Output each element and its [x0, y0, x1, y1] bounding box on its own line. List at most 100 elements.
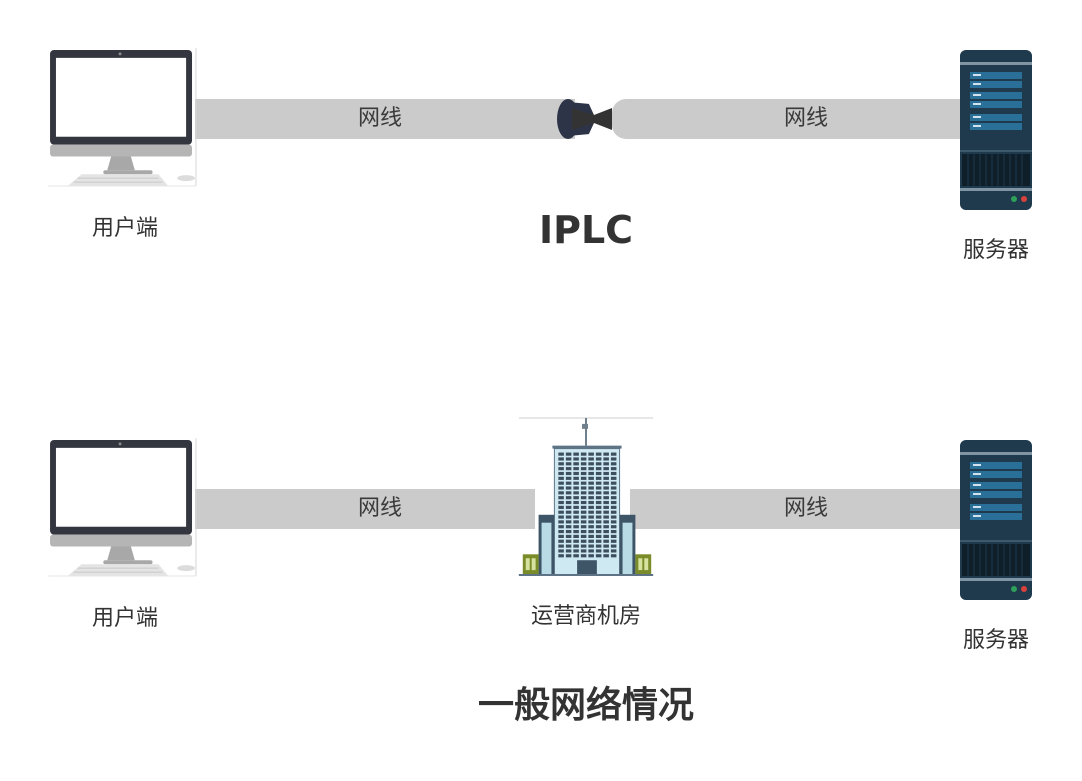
building-window	[603, 500, 609, 505]
building-window	[558, 467, 564, 471]
building-window	[565, 500, 572, 505]
building-window	[573, 452, 579, 456]
building-window	[558, 505, 564, 509]
building-window	[610, 539, 617, 543]
cable-right	[630, 489, 962, 529]
building-window	[565, 525, 572, 529]
building-window	[580, 529, 587, 534]
building-window	[603, 476, 609, 480]
building-window	[565, 534, 572, 538]
building-window	[603, 544, 609, 548]
building-window	[610, 544, 617, 548]
building-window	[595, 457, 602, 461]
building-window	[588, 491, 594, 495]
building-window	[610, 476, 617, 480]
desktop-computer-icon	[48, 438, 197, 577]
building-window	[580, 534, 587, 538]
building-window	[565, 457, 572, 461]
client-label: 用户端	[91, 606, 158, 631]
building-window	[603, 471, 609, 476]
building-window	[603, 529, 609, 534]
building-window	[573, 529, 579, 534]
building-window	[558, 529, 564, 534]
client-label: 用户端	[91, 216, 158, 241]
building-window	[565, 496, 572, 500]
building-window	[595, 525, 602, 529]
building-window	[580, 554, 587, 558]
building-window	[595, 481, 602, 485]
building-window	[558, 549, 564, 553]
building-window	[588, 452, 594, 456]
building-window	[573, 491, 579, 495]
building-window	[610, 534, 617, 538]
building-window	[610, 525, 617, 529]
building-window	[565, 491, 572, 495]
building-window	[558, 471, 564, 476]
building-window	[558, 520, 564, 524]
building-window	[565, 481, 572, 485]
building-window	[573, 544, 579, 548]
cable-right-label: 网线	[783, 496, 828, 521]
cable-left-label: 网线	[357, 496, 402, 521]
building-window	[565, 554, 572, 558]
building-window	[580, 476, 587, 480]
building-window	[610, 515, 617, 519]
building-window	[588, 549, 594, 553]
building-window	[595, 500, 602, 505]
building-window	[588, 539, 594, 543]
building-window	[603, 486, 609, 490]
building-window	[603, 457, 609, 461]
building-window	[588, 500, 594, 505]
building-window	[595, 452, 602, 456]
building-window	[588, 529, 594, 534]
building-window	[580, 457, 587, 461]
building-window	[595, 529, 602, 534]
building-window	[573, 457, 579, 461]
building-window	[558, 496, 564, 500]
building-window	[558, 452, 564, 456]
cable-left	[195, 489, 535, 529]
building-window	[595, 486, 602, 490]
building-window	[603, 515, 609, 519]
building-window	[580, 520, 587, 524]
server-rack-icon	[960, 440, 1032, 600]
building-window	[595, 539, 602, 543]
building-window	[558, 481, 564, 485]
building-window	[565, 505, 572, 509]
building-window	[558, 457, 564, 461]
building-window	[580, 500, 587, 505]
building-window	[595, 491, 602, 495]
building-window	[573, 505, 579, 509]
building-window	[610, 481, 617, 485]
building-window	[610, 471, 617, 476]
building-window	[565, 462, 572, 466]
building-window	[588, 457, 594, 461]
building-window	[558, 510, 564, 514]
building-window	[595, 515, 602, 519]
building-window	[588, 554, 594, 558]
building-window	[588, 510, 594, 514]
building-window	[565, 549, 572, 553]
building-window	[580, 544, 587, 548]
building-window	[573, 525, 579, 529]
building-window	[558, 539, 564, 543]
building-window	[595, 471, 602, 476]
building-window	[603, 452, 609, 456]
building-window	[603, 505, 609, 509]
building-window	[588, 481, 594, 485]
building-window	[580, 462, 587, 466]
building-window	[610, 510, 617, 514]
building-window	[610, 554, 617, 558]
cable-right-label: 网线	[783, 106, 828, 131]
carrier-room-label: 运营商机房	[530, 604, 641, 629]
building-window	[595, 496, 602, 500]
building-window	[595, 534, 602, 538]
building-window	[565, 510, 572, 514]
cable-left-label: 网线	[357, 106, 402, 131]
building-window	[610, 505, 617, 509]
building-window	[580, 496, 587, 500]
cable-left	[195, 99, 575, 139]
building-window	[610, 529, 617, 534]
building-window	[603, 549, 609, 553]
desktop-computer-icon	[48, 48, 197, 187]
